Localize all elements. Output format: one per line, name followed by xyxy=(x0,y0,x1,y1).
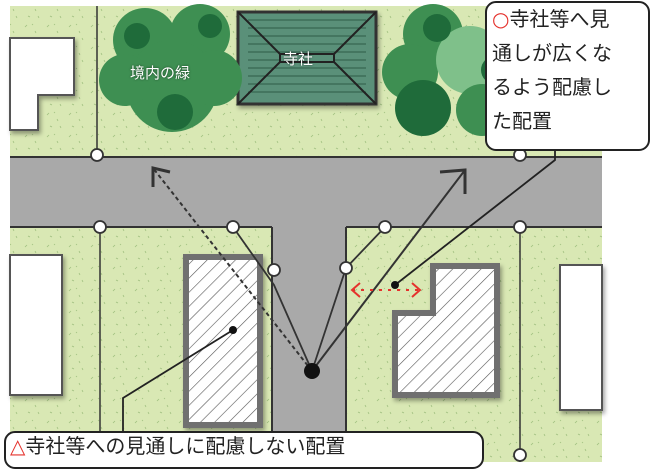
callout-good-box xyxy=(485,1,650,151)
vertical-road xyxy=(272,227,346,462)
temple-label: 寺社 xyxy=(283,50,314,68)
bad-mark: △ xyxy=(10,434,26,458)
temple-building xyxy=(236,10,378,106)
boundary-nodes xyxy=(90,148,527,462)
house-top-left xyxy=(9,37,75,131)
good-mark: ○ xyxy=(492,7,510,31)
callout-leaders xyxy=(122,150,556,432)
house-right xyxy=(559,264,603,411)
greenery-label: 境内の緑 xyxy=(130,64,191,82)
viewpoint-marker xyxy=(304,363,320,379)
sight-line-good xyxy=(311,168,467,372)
property-lines xyxy=(96,6,521,462)
callout-bad-box xyxy=(4,431,484,469)
callout-good-text: ○寺社等へ見 通しが広くな るよう配慮し た配置 xyxy=(492,7,612,133)
horizontal-road xyxy=(10,157,602,227)
building-left-hatched xyxy=(183,254,263,428)
sight-line-bad xyxy=(151,166,313,372)
setback-width-marker xyxy=(350,282,422,298)
building-right-hatched xyxy=(392,263,500,398)
trees-left xyxy=(99,4,242,132)
house-mid-left xyxy=(9,254,63,396)
callout-bad-text: △寺社等への見通しに配慮しない配置 xyxy=(10,434,346,458)
